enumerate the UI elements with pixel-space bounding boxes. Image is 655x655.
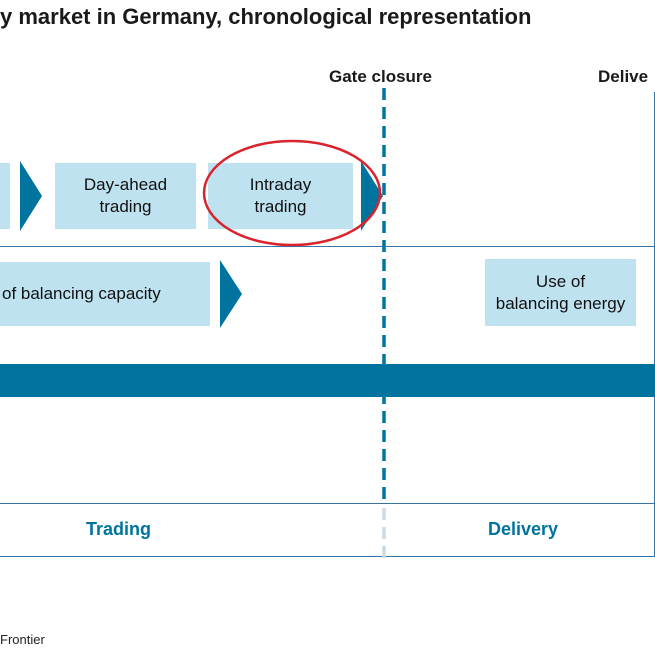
delivery-header-label: Delive	[598, 67, 649, 86]
balancing-capacity-label: of balancing capacity	[2, 284, 161, 303]
balancing-energy-label: Use of balancing energy	[495, 271, 626, 313]
day-ahead-trading-label: Day-ahead trading	[83, 175, 168, 216]
row-separator-2	[0, 503, 655, 504]
intraday-trading-box: Intraday trading	[208, 163, 353, 229]
balancing-capacity-box: of balancing capacity	[0, 262, 210, 326]
timeline-band	[0, 364, 655, 397]
diagram-title: y market in Germany, chronological repre…	[0, 4, 532, 29]
gate-closure-label: Gate closure	[329, 67, 432, 86]
arrow-right-icon	[361, 161, 383, 231]
balancing-energy-box: Use of balancing energy	[485, 259, 636, 326]
trading-phase-label: Trading	[86, 519, 152, 539]
arrow-right-icon	[20, 161, 42, 231]
gate-closure-dashed-line	[382, 88, 386, 558]
highlight-ellipse	[202, 139, 382, 247]
row-separator-1	[0, 246, 655, 247]
previous-stage-box	[0, 163, 10, 229]
row-separator-3	[0, 556, 655, 557]
arrow-right-icon	[220, 260, 242, 328]
intraday-trading-label: Intraday trading	[249, 175, 312, 216]
source-label: Frontier	[0, 632, 45, 647]
day-ahead-trading-box: Day-ahead trading	[55, 163, 196, 229]
delivery-phase-label: Delivery	[488, 519, 559, 539]
